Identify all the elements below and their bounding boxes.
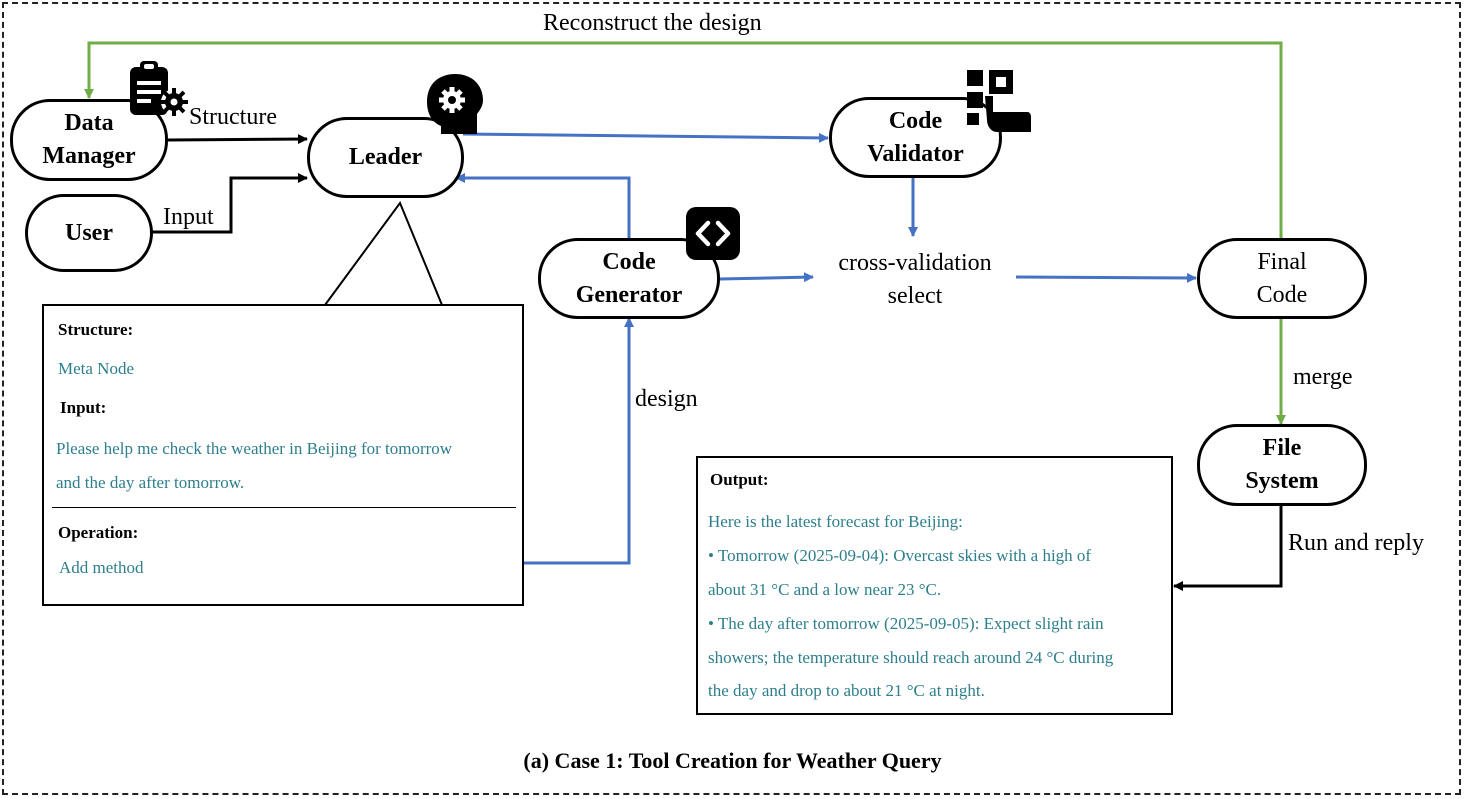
callout-structure-value: Meta Node	[58, 359, 135, 378]
node-code-generator-line1: Code	[602, 248, 656, 275]
node-code-validator-line1: Code	[888, 107, 943, 134]
node-user: User	[25, 194, 153, 272]
output-line-2: • Tomorrow (2025-09-04): Overcast skies …	[708, 546, 1092, 565]
label-cross-validation: cross-validation select	[826, 247, 1004, 313]
edge-input	[152, 173, 308, 234]
edge-structure	[167, 134, 308, 145]
output-line-5: showers; the temperature should reach ar…	[708, 648, 1114, 667]
callout-input-heading: Input:	[60, 398, 107, 417]
node-user-label: User	[65, 219, 113, 246]
label-input: Input	[163, 204, 214, 230]
callout-structure-heading: Structure:	[58, 320, 134, 339]
node-leader: Leader	[307, 117, 464, 198]
edge-leader-validator	[462, 132, 829, 143]
node-code-validator: Code Validator	[829, 97, 1002, 178]
head-gear-icon	[427, 74, 483, 134]
label-cross-validation-line1: cross-validation	[838, 250, 992, 276]
edge-design	[524, 317, 634, 565]
label-design: design	[635, 386, 698, 412]
node-leader-label: Leader	[348, 144, 423, 170]
node-final-code-line1: Final	[1257, 248, 1307, 275]
callout-pointer	[324, 200, 443, 306]
node-file-system: File System	[1197, 424, 1367, 506]
figure-caption: (a) Case 1: Tool Creation for Weather Qu…	[523, 748, 942, 773]
node-file-system-line2: System	[1245, 468, 1319, 494]
label-structure: Structure	[189, 104, 277, 130]
edge-generator-select	[718, 272, 814, 283]
callout-input-line1: Please help me check the weather in Beij…	[56, 439, 453, 458]
clipboard-gear-icon	[130, 61, 188, 116]
node-code-validator-line2: Validator	[867, 140, 964, 167]
node-final-code: Final Code	[1197, 238, 1367, 319]
output-line-6: the day and drop to about 21 °C at night…	[708, 681, 985, 700]
label-run-reply: Run and reply	[1288, 530, 1424, 556]
edge-generator-leader	[455, 173, 631, 240]
edge-run-reply	[1173, 505, 1283, 591]
node-data-manager-line2: Manager	[42, 143, 136, 169]
edge-select-final	[1015, 272, 1197, 283]
output-line-4: • The day after tomorrow (2025-09-05): E…	[708, 614, 1104, 633]
label-cross-validation-line2: select	[887, 283, 943, 309]
label-merge: merge	[1293, 364, 1353, 390]
output-heading: Output:	[710, 470, 769, 489]
output-line-1: Here is the latest forecast for Beijing:	[708, 512, 963, 531]
qr-hand-icon	[967, 70, 1031, 132]
code-brackets-icon	[686, 207, 740, 260]
node-file-system-line1: File	[1262, 435, 1302, 461]
label-reconstruct: Reconstruct the design	[543, 10, 762, 36]
edge-reconstruct	[84, 41, 1283, 240]
callout-input-line2: and the day after tomorrow.	[56, 473, 245, 492]
callout-panel: Structure: Meta Node Input: Please help …	[42, 304, 524, 606]
output-panel: Output: Here is the latest forecast for …	[696, 456, 1173, 715]
callout-operation-heading: Operation:	[58, 523, 139, 542]
callout-divider	[52, 507, 516, 508]
node-code-generator-line2: Generator	[575, 281, 683, 308]
node-data-manager-line1: Data	[64, 110, 114, 136]
node-final-code-line2: Code	[1256, 281, 1308, 308]
callout-operation-value: Add method	[59, 558, 144, 577]
output-line-3: about 31 °C and a low near 23 °C.	[708, 580, 942, 599]
